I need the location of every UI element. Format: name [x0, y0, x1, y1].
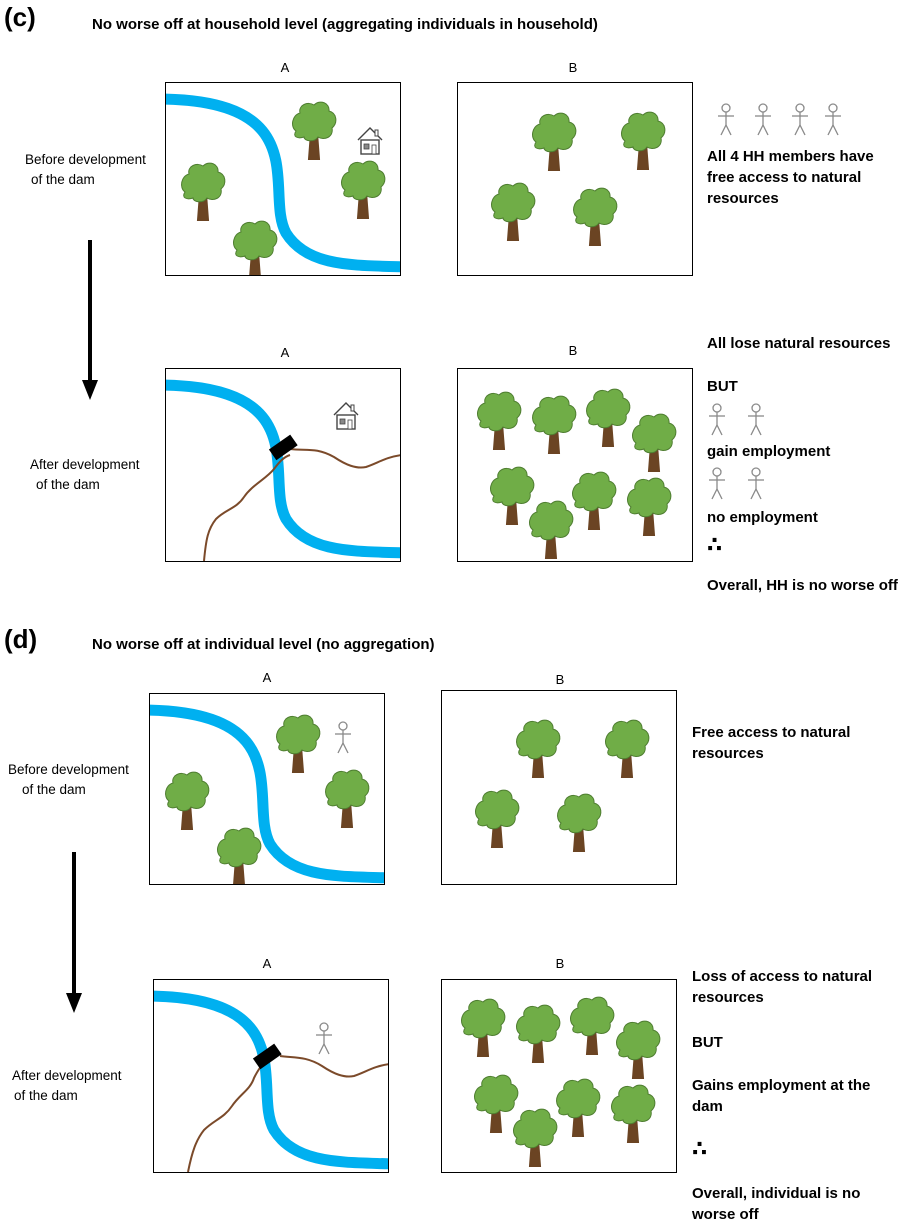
box-b-label: B: [568, 343, 578, 358]
box-b-label: B: [555, 672, 565, 687]
box-b-after: [457, 368, 693, 562]
box-b-label: B: [555, 956, 565, 971]
overall-note: Overall, HH is no worse off: [707, 577, 898, 594]
panel-c-heading: No worse off at household level (aggrega…: [92, 16, 598, 33]
river-scene: [150, 704, 384, 884]
before-note: All 4 HH members have free access to nat…: [707, 148, 874, 207]
box-b-after: [441, 979, 677, 1173]
box-b-label: B: [568, 60, 578, 75]
box-b-before: [441, 690, 677, 885]
no-employment-note: no employment: [707, 509, 818, 526]
before-stage-label: Before development of the dam: [8, 762, 129, 797]
box-a-after: [153, 979, 389, 1173]
lose-note: All lose natural resources: [707, 335, 891, 352]
but-note: BUT: [707, 378, 738, 395]
therefore-symbol: ∴: [692, 1136, 708, 1161]
panel-c-tag: (c): [4, 2, 36, 32]
box-a-label: A: [280, 345, 290, 360]
box-a-label: A: [262, 670, 272, 685]
therefore-symbol: ∴: [707, 532, 723, 557]
dam-scene: [154, 990, 388, 1172]
loss-note: Loss of access to natural resources: [692, 968, 873, 1006]
before-stage-label: Before development of the dam: [25, 152, 146, 187]
box-a-before: [165, 82, 401, 276]
but-note: BUT: [692, 1034, 723, 1051]
box-b-before: [457, 82, 693, 276]
gains-note: Gains employment at the dam: [692, 1077, 871, 1115]
after-stage-label: After development of the dam: [12, 1068, 122, 1103]
gain-note: gain employment: [707, 443, 831, 460]
box-a-label: A: [280, 60, 290, 75]
river-scene: [166, 93, 400, 275]
panel-d-tag: (d): [4, 624, 38, 654]
forest-scene: [460, 996, 661, 1167]
box-a-label: A: [262, 956, 272, 971]
overall-note: Overall, individual is no worse off: [692, 1185, 861, 1223]
before-note: Free access to natural resources: [692, 724, 851, 762]
after-stage-label: After development of the dam: [30, 457, 140, 492]
box-a-after: [165, 368, 401, 562]
dam-scene: [166, 379, 400, 561]
box-a-before: [149, 693, 385, 885]
panel-d-heading: No worse off at individual level (no agg…: [92, 636, 435, 653]
